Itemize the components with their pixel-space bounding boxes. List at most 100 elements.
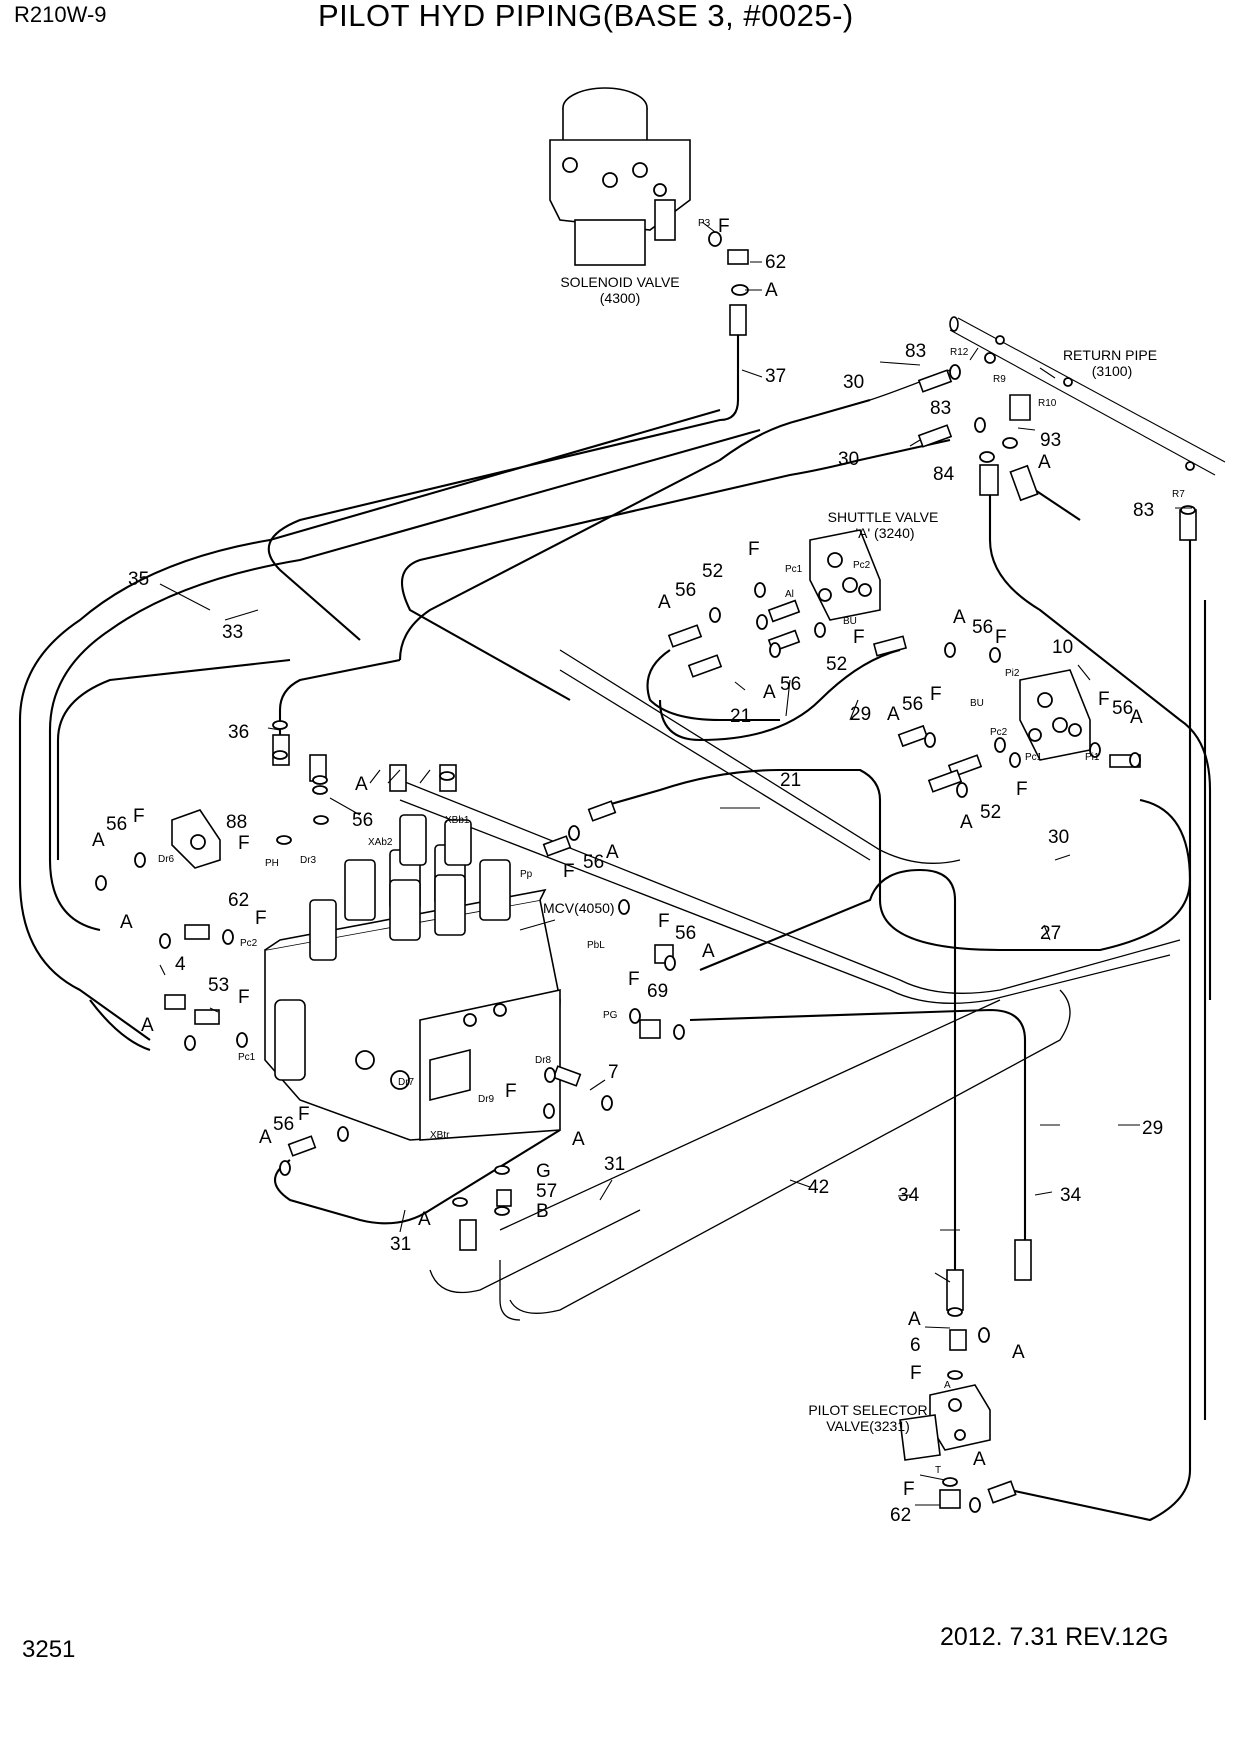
tube-42b xyxy=(509,989,1071,1314)
callout-a: A xyxy=(765,280,778,301)
pilot-selector-label: PILOT SELECTOR xyxy=(808,1402,927,1418)
callout-f: F xyxy=(995,627,1007,648)
callout-30: 30 xyxy=(1048,827,1069,848)
dr6-block-icon xyxy=(171,809,221,869)
callout-52: 52 xyxy=(980,802,1001,823)
tube-lower-a xyxy=(499,1260,521,1321)
port-pc1-shuttle: Pc1 xyxy=(785,564,803,575)
tube-27b xyxy=(399,799,1171,1004)
callout-56: 56 xyxy=(1112,698,1133,719)
hose-21-top xyxy=(646,649,780,722)
port-r12: R12 xyxy=(950,347,969,358)
callout-84: 84 xyxy=(933,464,955,485)
callout-a: A xyxy=(702,941,715,962)
callout-a: A xyxy=(92,830,105,851)
port-dr8: Dr8 xyxy=(535,1055,552,1066)
hose-ret-a xyxy=(988,470,1212,1000)
callout-a: A xyxy=(259,1127,272,1148)
hose-31 xyxy=(273,1129,561,1225)
callout-62: 62 xyxy=(890,1505,911,1526)
hose-30-right xyxy=(878,798,1192,952)
port-dr9: Dr9 xyxy=(478,1094,495,1105)
port-bu-10: BU xyxy=(970,698,984,709)
callout-42: 42 xyxy=(808,1177,829,1198)
main-control-valve-icon xyxy=(264,814,561,1141)
page-title: PILOT HYD PIPING(BASE 3, #0025-) xyxy=(318,0,854,33)
callout-a: A xyxy=(120,912,133,933)
port-al: Al xyxy=(785,589,794,600)
return-pipe-icon xyxy=(949,316,1226,476)
callout-83: 83 xyxy=(930,398,951,419)
port-dr6: Dr6 xyxy=(158,854,175,865)
return-pipe-label: RETURN PIPE xyxy=(1063,347,1157,363)
tube-27d xyxy=(559,669,871,861)
port-dr7: Dr7 xyxy=(398,1077,415,1088)
callout-f: F xyxy=(718,216,730,237)
port-pc2-shuttle: Pc2 xyxy=(853,560,871,571)
hose-left-56 xyxy=(56,658,291,860)
tube-31b xyxy=(429,1209,641,1294)
hose-33 xyxy=(48,428,761,932)
solenoid-valve-label: SOLENOID VALVE xyxy=(560,274,679,290)
callout-a: A xyxy=(572,1129,585,1150)
callout-f: F xyxy=(1098,689,1110,710)
hose-30-mid xyxy=(401,438,951,701)
port-r7: R7 xyxy=(1172,489,1185,500)
port-xbtr: XBtr xyxy=(430,1130,450,1141)
callout-6: 6 xyxy=(910,1335,921,1356)
callout-56: 56 xyxy=(675,580,696,601)
callout-b: B xyxy=(536,1201,549,1222)
hose-21-mid xyxy=(589,768,882,812)
callout-4: 4 xyxy=(175,954,186,975)
callout-27: 27 xyxy=(1040,923,1061,944)
callout-f: F xyxy=(628,969,640,990)
callout-31: 31 xyxy=(604,1154,625,1175)
callout-56: 56 xyxy=(780,674,801,695)
tube-42 xyxy=(499,999,1001,1231)
hose-34-right xyxy=(689,1008,1027,1270)
return-pipe-code: (3100) xyxy=(1092,363,1132,379)
hose-29-right xyxy=(1009,520,1192,1522)
callout-f: F xyxy=(1016,779,1028,800)
tube-27 xyxy=(399,779,1181,994)
callout-56: 56 xyxy=(106,814,127,835)
callout-69: 69 xyxy=(647,981,668,1002)
callout-57: 57 xyxy=(536,1181,557,1202)
port-pc2-mcv: Pc2 xyxy=(240,938,258,949)
hose-left-lower xyxy=(89,999,151,1051)
callout-30: 30 xyxy=(838,449,859,470)
callout-34: 34 xyxy=(898,1185,920,1206)
callout-a: A xyxy=(1012,1342,1025,1363)
callout-f: F xyxy=(505,1081,517,1102)
callout-a: A xyxy=(418,1209,431,1230)
callout-a: A xyxy=(887,704,900,725)
callout-56: 56 xyxy=(352,810,373,831)
port-bu-shuttle: BU xyxy=(843,616,857,627)
mcv-spools xyxy=(309,814,511,961)
part-callouts: F 62 A 37 30 83 83 93 84 A 30 83 35 33 3… xyxy=(92,216,1163,1526)
callout-62: 62 xyxy=(228,890,249,911)
callout-31: 31 xyxy=(390,1234,411,1255)
callout-30: 30 xyxy=(843,372,864,393)
revision-date: 2012. 7.31 REV.12G xyxy=(940,1623,1169,1651)
callout-f: F xyxy=(748,539,760,560)
o-rings xyxy=(95,231,1196,1513)
component-labels: SOLENOID VALVE (4300) RETURN PIPE (3100)… xyxy=(543,274,1157,1434)
callout-93: 93 xyxy=(1040,430,1061,451)
callout-62: 62 xyxy=(765,252,786,273)
solenoid-valve-icon xyxy=(549,87,691,266)
callout-33: 33 xyxy=(222,622,243,643)
callout-83: 83 xyxy=(905,341,926,362)
port-pc1-mcv: Pc1 xyxy=(238,1052,256,1063)
shuttle-valve-label: SHUTTLE VALVE xyxy=(828,509,939,525)
callout-a: A xyxy=(141,1015,154,1036)
callout-56: 56 xyxy=(273,1114,294,1135)
callout-56: 56 xyxy=(972,617,993,638)
port-pp: Pp xyxy=(520,869,533,880)
tube-27c xyxy=(559,649,961,864)
hose-34-left xyxy=(699,868,957,1290)
page-number: 3251 xyxy=(22,1636,76,1663)
hose-29-top xyxy=(658,648,901,742)
callout-f: F xyxy=(658,911,670,932)
